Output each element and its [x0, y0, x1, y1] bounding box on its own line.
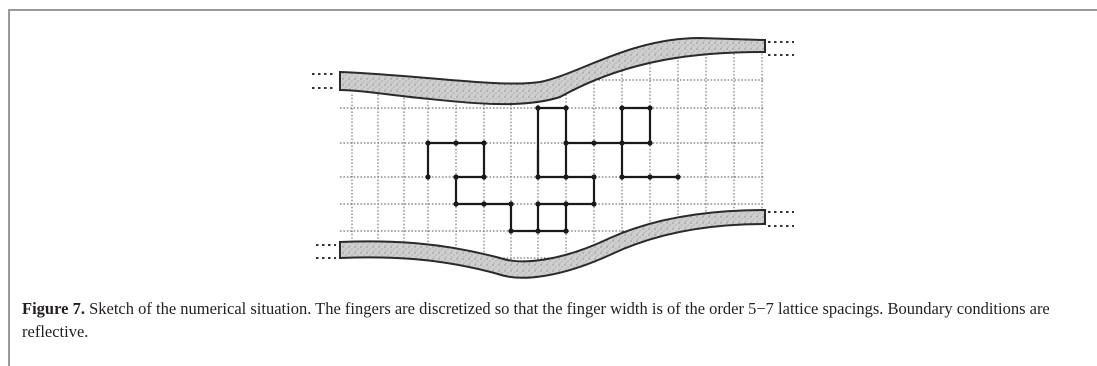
- figure-caption: Figure 7. Sketch of the numerical situat…: [22, 297, 1082, 343]
- lower-wall: [339, 208, 766, 279]
- upper-wall: [339, 36, 766, 106]
- channel-lattice-figure: [312, 36, 794, 279]
- figure-caption-text: Sketch of the numerical situation. The f…: [22, 299, 1050, 341]
- frame-left-rule: [8, 9, 10, 366]
- figure-label: Figure 7.: [22, 299, 85, 318]
- finger-lattice-nodes: [425, 105, 681, 234]
- finger-lattice-path: [426, 106, 678, 233]
- continuation-marks: [312, 41, 794, 259]
- frame-top-rule: [8, 9, 1097, 11]
